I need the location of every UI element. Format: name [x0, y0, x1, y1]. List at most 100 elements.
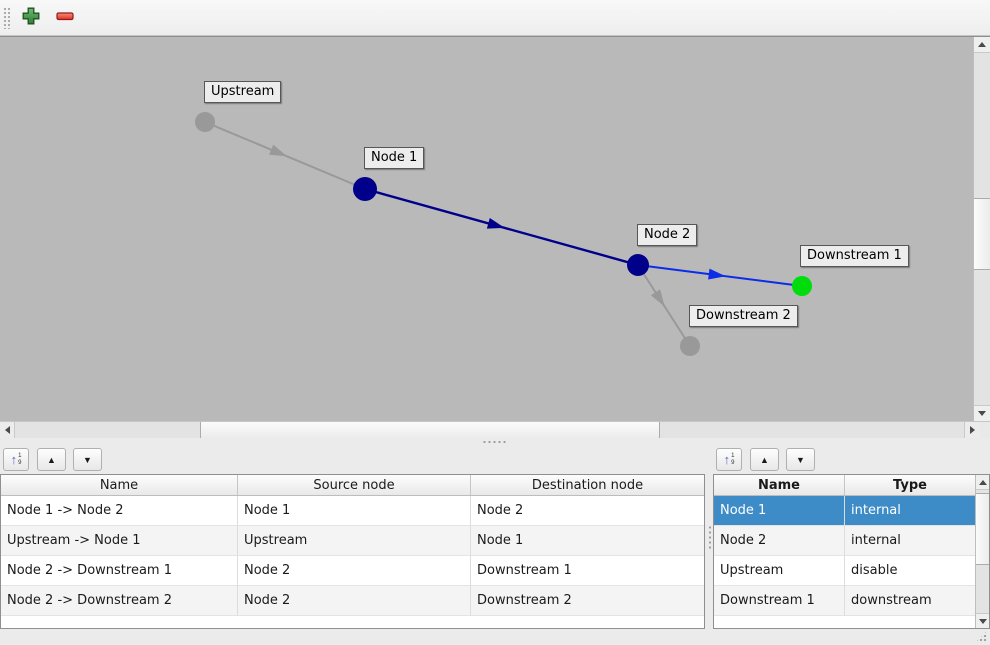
column-header-source-node[interactable]: Source node [238, 475, 471, 495]
down-triangle-icon: ▼ [83, 454, 92, 465]
triangle-down-icon [978, 411, 986, 416]
triangle-up-icon [978, 42, 986, 47]
table-cell: Node 2 -> Downstream 2 [1, 586, 238, 616]
table-cell: Node 1 [238, 496, 471, 526]
column-header-name[interactable]: Name [714, 475, 845, 495]
table-cell: Downstream 1 [714, 586, 845, 616]
up-triangle-icon: ▲ [47, 454, 56, 465]
scroll-down-button[interactable] [976, 613, 989, 628]
column-header-destination-node[interactable]: Destination node [531, 477, 644, 493]
edge-arrow-icon [486, 218, 505, 229]
table-cell: Node 2 [238, 556, 471, 586]
pane-splitter-vertical[interactable] [706, 445, 713, 630]
graph-node-downstream1[interactable] [792, 276, 812, 296]
edges-move-down-button[interactable]: ▼ [73, 448, 102, 471]
triangle-down-icon [978, 618, 987, 624]
splitter-grip-icon [707, 524, 712, 551]
edge-arrow-icon [269, 144, 287, 157]
table-cell: Downstream 1 [471, 556, 704, 586]
table-cell: Upstream [714, 556, 845, 586]
node-label-node2[interactable]: Node 2 [637, 224, 698, 246]
table-cell: Upstream -> Node 1 [1, 526, 238, 556]
triangle-up-icon [978, 479, 987, 485]
scroll-down-button[interactable] [974, 405, 990, 421]
toolbar-drag-handle[interactable] [3, 6, 11, 29]
graph-vertical-scrollbar[interactable] [973, 37, 990, 421]
scroll-up-button[interactable] [974, 37, 990, 53]
table-cell: Node 2 [238, 586, 471, 616]
column-header-type[interactable]: Type [893, 477, 927, 493]
table-cell: Upstream [238, 526, 471, 556]
horizontal-scrollbar-thumb[interactable] [200, 422, 660, 438]
empty-row [714, 616, 975, 628]
empty-row [1, 616, 704, 628]
triangle-left-icon [4, 426, 10, 434]
remove-button[interactable] [51, 4, 79, 32]
scrollbar-corner [980, 422, 990, 438]
table-cell: Node 1 [714, 496, 845, 526]
status-strip [0, 630, 990, 645]
node-label-downstream2[interactable]: Downstream 2 [689, 305, 798, 327]
plus-icon [21, 6, 41, 29]
scroll-up-button[interactable] [976, 475, 989, 490]
minus-icon [55, 6, 75, 29]
scroll-left-button[interactable] [0, 422, 15, 438]
table-cell: Node 2 [714, 526, 845, 556]
column-header-name[interactable]: Name [1, 475, 238, 495]
node-label-upstream[interactable]: Upstream [204, 81, 282, 103]
graph-svg [195, 112, 812, 356]
graph-node-upstream[interactable] [195, 112, 215, 132]
down-triangle-icon: ▼ [796, 454, 805, 465]
pane-splitter-horizontal[interactable] [0, 438, 990, 445]
node-label-node1[interactable]: Node 1 [364, 147, 425, 169]
table-cell: internal [845, 496, 975, 526]
graph-node-downstream2[interactable] [680, 336, 700, 356]
graph-horizontal-scrollbar[interactable] [0, 421, 990, 438]
add-button[interactable] [17, 4, 45, 32]
vertical-scrollbar-thumb[interactable] [976, 493, 989, 565]
edges-move-up-button[interactable]: ▲ [37, 448, 66, 471]
scroll-right-button[interactable] [964, 422, 980, 438]
edges-table: Name Source node Destination node Node 1… [0, 474, 705, 629]
edges-table-header: Name Source node Destination node [1, 475, 704, 496]
resize-grip[interactable] [975, 630, 988, 643]
table-cell: disable [845, 556, 975, 586]
nodes-table-scrollbar[interactable] [975, 475, 989, 628]
up-triangle-icon: ▲ [760, 454, 769, 465]
table-cell: Node 2 [471, 496, 704, 526]
graph-node-node1[interactable] [353, 177, 377, 201]
triangle-right-icon [970, 426, 975, 434]
edge-arrow-icon [708, 268, 726, 280]
table-cell: Node 1 [471, 526, 704, 556]
nodes-move-down-button[interactable]: ▼ [786, 448, 815, 471]
nodes-move-up-button[interactable]: ▲ [750, 448, 779, 471]
node-label-downstream1[interactable]: Downstream 1 [800, 245, 909, 267]
table-cell: Node 1 -> Node 2 [1, 496, 238, 526]
splitter-grip-icon [482, 439, 508, 444]
vertical-scrollbar-thumb[interactable] [974, 198, 990, 270]
nodes-table-header: Name Type [714, 475, 975, 496]
table-cell: internal [845, 526, 975, 556]
table-cell: downstream [845, 586, 975, 616]
graph-node-node2[interactable] [627, 254, 649, 276]
